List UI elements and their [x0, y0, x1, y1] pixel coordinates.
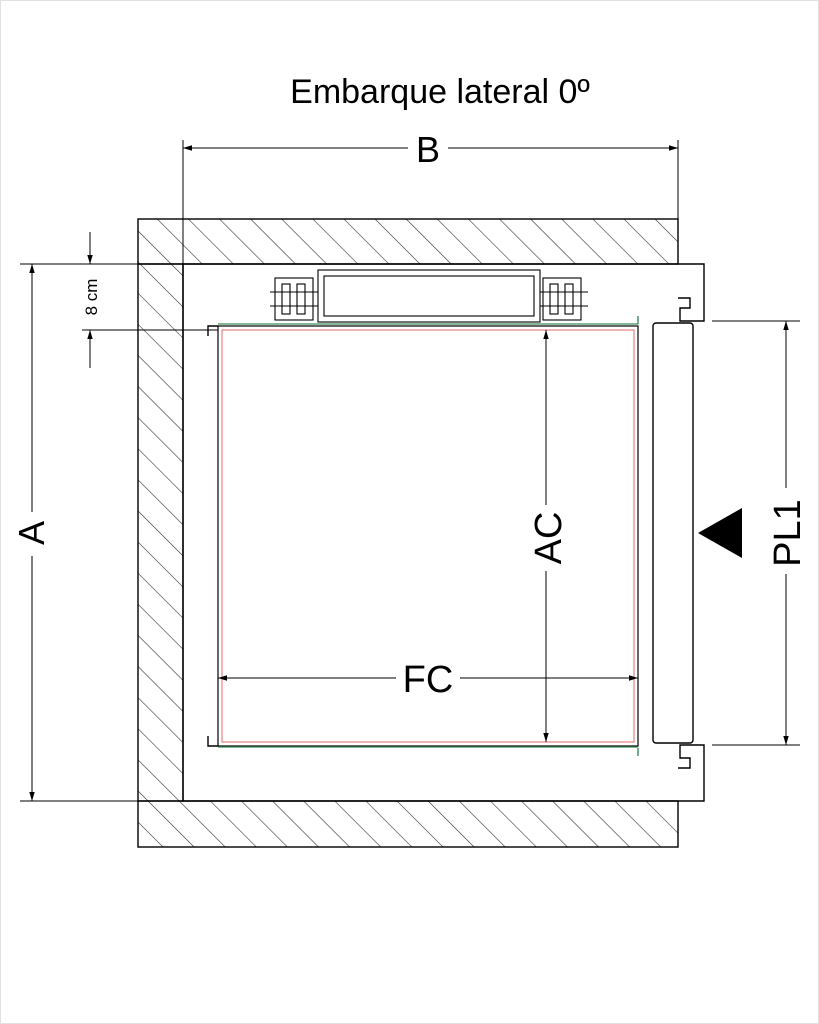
shaft-walls — [137, 218, 679, 848]
left-wall — [137, 263, 184, 802]
guide-rail-assembly — [270, 269, 588, 323]
lower-door-jamb — [678, 744, 705, 802]
drawing-title: Embarque lateral 0º — [290, 73, 590, 111]
shaft-inner-outline — [182, 263, 678, 802]
dimension-ac-label: AC — [528, 512, 570, 565]
top-wall — [137, 218, 679, 265]
right-bracket — [542, 277, 582, 321]
dimension-gap-label: 8 cm — [82, 279, 101, 316]
door-jambs — [678, 263, 705, 802]
elevator-car — [207, 316, 639, 756]
upper-door-jamb — [678, 263, 705, 322]
car-outer — [217, 325, 639, 747]
dimension-gap — [82, 232, 218, 368]
dimension-pl1-label: PL1 — [767, 499, 809, 567]
dimension-a-label: A — [11, 521, 52, 545]
car-inner — [221, 329, 635, 743]
landing-door-panel — [652, 322, 694, 744]
entry-direction-arrow — [698, 508, 742, 558]
rail-beam — [317, 269, 541, 323]
left-bracket — [274, 277, 314, 321]
bottom-wall — [137, 800, 679, 848]
car-corner-bl — [207, 736, 218, 747]
car-corner-tl — [207, 325, 218, 336]
rail-beam-inner — [323, 275, 535, 317]
dimension-b-label: B — [416, 129, 440, 170]
dimension-fc-label: FC — [403, 659, 454, 701]
